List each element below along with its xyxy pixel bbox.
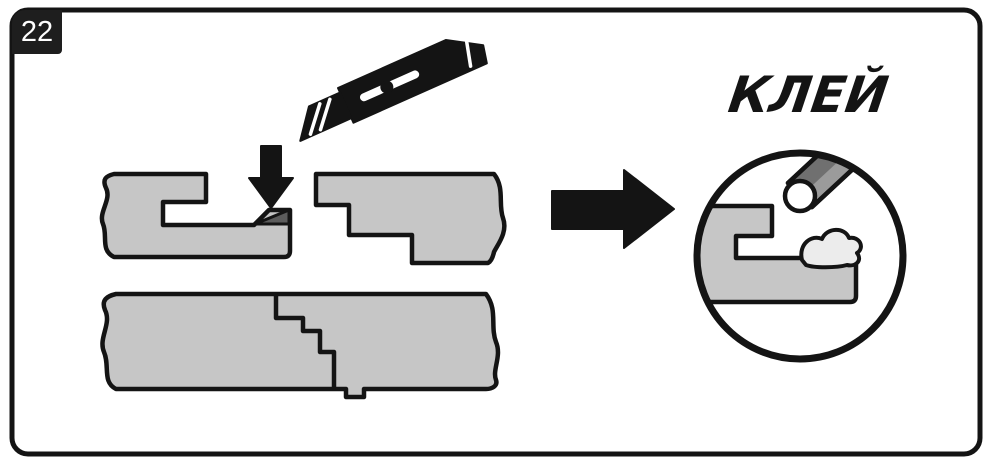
cut-lip-tip — [253, 208, 291, 226]
plank-groove-piece — [99, 171, 293, 260]
knife-blade-segment-line — [318, 97, 332, 132]
detail-circle — [693, 149, 907, 363]
glue-applicator-tip — [782, 178, 818, 214]
knife-end-cap-line — [463, 33, 473, 68]
arrow-down-icon — [248, 145, 294, 209]
joined-planks — [100, 291, 501, 400]
step-number-badge: 22 — [12, 10, 62, 54]
plank-groove-detail — [697, 203, 859, 305]
cut-lip-step — [99, 33, 507, 266]
figure-border — [9, 7, 983, 457]
glue-detail: КЛЕЙ — [693, 65, 907, 363]
knife-blade — [299, 91, 353, 142]
knife-slider-button — [380, 80, 394, 94]
step-number: 22 — [20, 15, 54, 48]
arrow-right-icon — [551, 169, 675, 249]
joined-planks-step — [100, 291, 501, 400]
knife-blade-segment-line — [308, 101, 322, 136]
glue-label: КЛЕЙ — [725, 65, 892, 124]
joint-seam-line — [273, 292, 337, 390]
glue-blob — [799, 227, 863, 270]
utility-knife-icon — [299, 33, 488, 142]
plank-tongue-piece — [313, 171, 507, 266]
